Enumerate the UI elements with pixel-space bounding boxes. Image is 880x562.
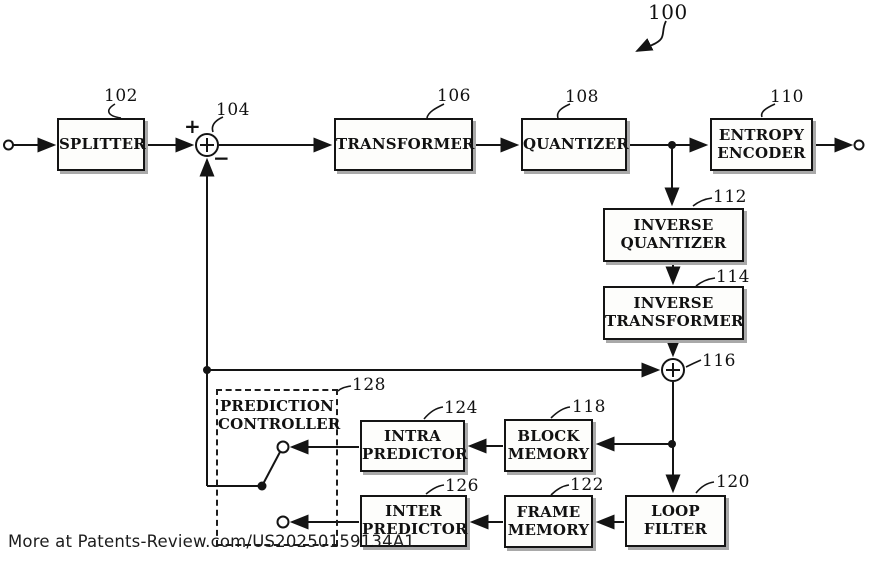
block-inter-predictor: INTER PREDICTOR [360,495,467,547]
leader-118 [550,406,571,419]
leader-106 [426,103,445,119]
input-terminal [3,139,14,151]
figure-number: 100 [648,0,688,24]
leader-104 [211,116,224,133]
leader-114 [695,277,716,287]
block-transformer-label: TRANSFORMER [336,134,475,153]
block-entropy-encoder: ENTROPY ENCODER [710,118,813,171]
leader-110 [760,103,776,118]
adder-104-minus-sign: − [213,146,230,170]
block-frame-memory-label: FRAME MEMORY [507,502,590,539]
ref-126: 126 [445,476,479,496]
ref-108: 108 [565,87,599,107]
block-inverse-transformer-label: INVERSE TRANSFORMER [605,294,744,330]
ref-110: 110 [770,87,804,107]
leader-120 [695,481,715,494]
switch-contact-intra [276,440,290,454]
adder-104-plus-cross [200,138,214,152]
ref-128: 128 [352,375,386,395]
block-prediction-controller-label: PREDICTION CONTROLLER [218,397,341,433]
switch-contact-inter [276,515,290,529]
ref-124: 124 [444,398,478,418]
junction-dot-quantizer-out [668,141,676,149]
block-quantizer-label: QUANTIZER [523,134,629,153]
leader-122 [550,484,570,496]
ref-106: 106 [437,86,471,106]
ref-104: 104 [216,100,250,120]
block-transformer: TRANSFORMER [334,118,475,171]
block-entropy-encoder-label: ENTROPY ENCODER [717,125,806,162]
ref-114: 114 [716,267,750,287]
leader-128 [337,385,352,392]
leader-102 [108,103,122,119]
junction-dot-recon [668,440,676,448]
watermark-text: More at Patents-Review.com/US20250159134… [8,532,416,551]
block-intra-predictor-label: INTRA PREDICTOR [362,427,468,463]
leader-126 [425,484,445,495]
ref-116: 116 [702,351,736,371]
block-prediction-controller: PREDICTION CONTROLLER [216,389,341,546]
ref-112: 112 [713,187,747,207]
leader-116 [685,359,702,368]
leader-108 [556,103,571,119]
ref-118: 118 [572,397,606,417]
block-splitter: SPLITTER [57,118,146,171]
leader-112 [692,197,713,207]
block-block-memory-label: BLOCK MEMORY [507,426,590,463]
block-intra-predictor: INTRA PREDICTOR [360,420,468,472]
ref-120: 120 [716,472,750,492]
block-inverse-quantizer: INVERSE QUANTIZER [603,208,744,262]
block-loop-filter: LOOP FILTER [625,495,726,547]
block-loop-filter-label: LOOP FILTER [643,502,708,538]
switch-pivot-dot [257,481,267,491]
junction-dot-feedback [203,366,211,374]
block-quantizer: QUANTIZER [521,118,629,171]
ref-122: 122 [570,475,604,495]
block-frame-memory: FRAME MEMORY [504,495,593,548]
block-inverse-quantizer-label: INVERSE QUANTIZER [620,216,727,252]
figure-number-arrow [635,20,667,52]
leader-124 [423,406,444,420]
adder-104-plus-sign: + [184,114,201,138]
block-inter-predictor-label: INTER PREDICTOR [362,502,468,538]
block-inverse-transformer: INVERSE TRANSFORMER [603,286,744,340]
adder-116-plus-cross [666,363,680,377]
ref-102: 102 [104,86,138,106]
output-terminal [853,139,865,151]
switch-arm [261,451,281,487]
block-block-memory: BLOCK MEMORY [504,419,593,472]
block-splitter-label: SPLITTER [59,134,146,153]
